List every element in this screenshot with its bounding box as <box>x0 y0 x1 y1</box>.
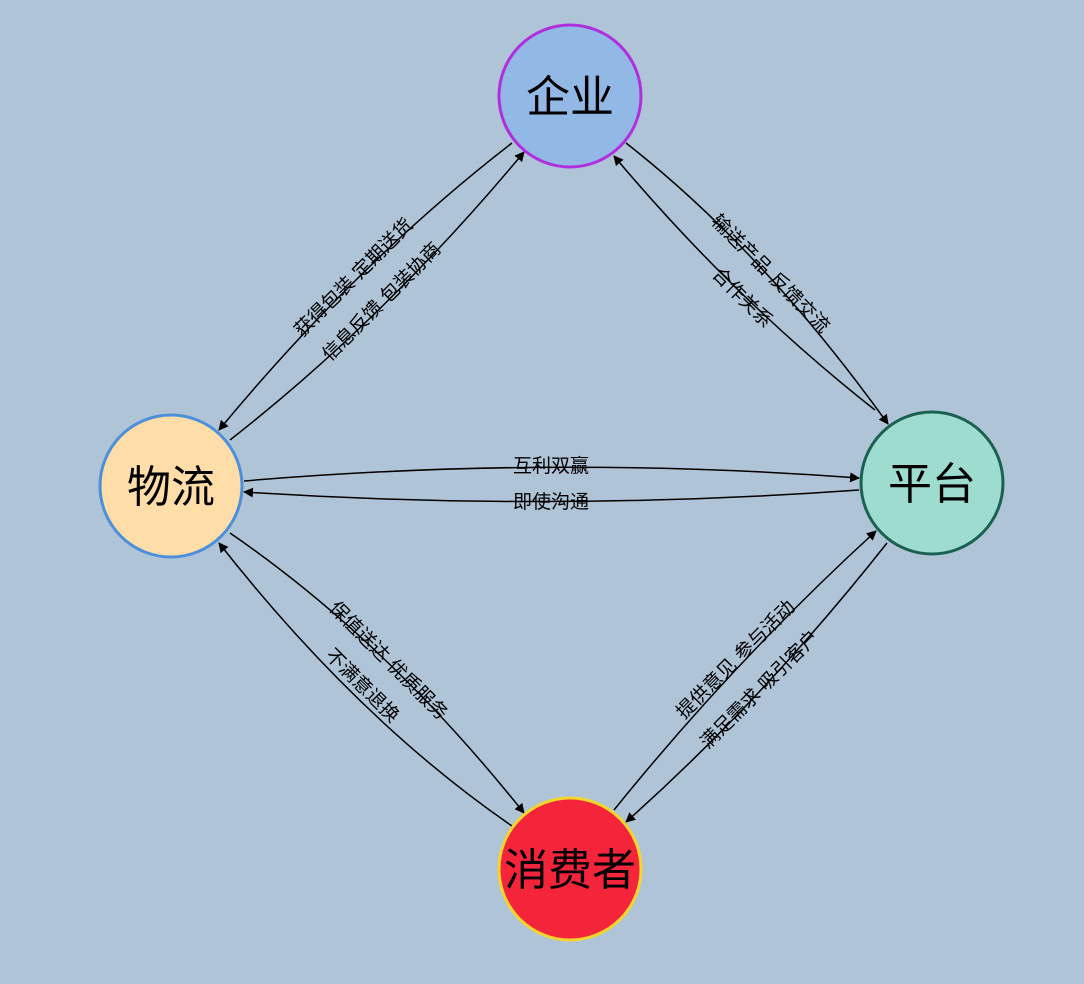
edge-label-logistics-to-platform: 互利双赢 <box>513 455 589 477</box>
edge-consumer-to-platform: 提供意见 参与活动 <box>613 530 877 811</box>
edge-label-platform-to-logistics: 即使沟通 <box>513 491 589 513</box>
node-enterprise-border <box>497 23 643 169</box>
node-enterprise: 企业 <box>497 23 643 169</box>
node-enterprise-label: 企业 <box>526 72 614 123</box>
node-platform: 平台 <box>859 410 1005 556</box>
edge-enterprise-to-logistics: 获得包装 定期送货 <box>218 142 513 431</box>
edge-enterprise-to-platform: 输送产品 反馈交流 <box>625 142 889 425</box>
node-consumer-border <box>497 796 643 942</box>
edge-platform-to-enterprise: 合作关系 <box>613 155 876 411</box>
node-consumer-circle <box>499 798 641 940</box>
edge-platform-to-consumer: 满足需求 吸引客户 <box>625 542 888 823</box>
node-platform-border <box>859 410 1005 556</box>
node-logistics-border <box>98 413 244 559</box>
node-enterprise-circle <box>499 25 641 167</box>
node-logistics: 物流 <box>98 413 244 559</box>
edge-logistics-to-enterprise: 信息反馈 包装协商 <box>229 151 525 441</box>
edge-consumer-to-logistics: 不满意退换 <box>218 542 513 827</box>
edge-platform-to-logistics: 即使沟通 <box>243 487 860 513</box>
node-logistics-circle <box>100 415 242 557</box>
node-consumer: 消费者 <box>497 796 643 942</box>
node-logistics-label: 物流 <box>127 462 215 513</box>
node-platform-label: 平台 <box>888 459 976 510</box>
node-platform-circle <box>861 412 1003 554</box>
node-consumer-label: 消费者 <box>504 845 636 896</box>
edge-logistics-to-platform: 互利双赢 <box>243 455 860 483</box>
edge-logistics-to-consumer: 保值送达 优质服务 <box>229 532 525 814</box>
